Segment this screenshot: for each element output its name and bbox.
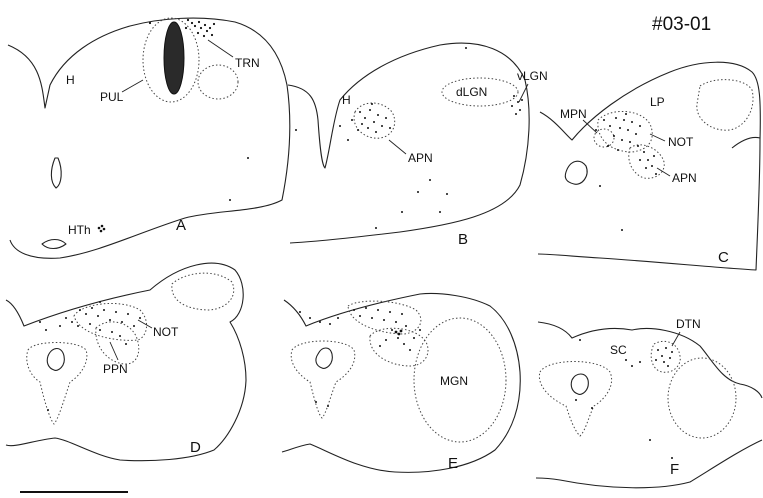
panel-f: SC DTN F — [536, 317, 762, 488]
panel-d: NOT PPN D — [6, 263, 246, 461]
f-right-region — [668, 358, 736, 438]
panel-letter-d: D — [190, 439, 201, 456]
lp-region — [697, 80, 753, 131]
dots-d — [39, 301, 141, 411]
label-dlgn: dLGN — [456, 85, 487, 99]
label-ppn: PPN — [103, 362, 128, 376]
arrow-dtn — [672, 332, 680, 346]
arrow-not-d — [138, 320, 152, 328]
panel-letter-c: C — [718, 249, 729, 266]
panel-e: MGN E — [282, 294, 520, 473]
label-dtn: DTN — [676, 317, 701, 331]
apn-region-b — [354, 103, 395, 138]
arrow-apn-b — [389, 140, 406, 154]
hth-shape — [42, 240, 66, 249]
dots-f — [575, 339, 673, 459]
f-ventricle-region — [539, 362, 611, 437]
ventricle-f — [571, 374, 588, 394]
dots-b — [295, 47, 523, 229]
label-a-h: H — [66, 73, 75, 87]
label-not-c: NOT — [668, 135, 694, 149]
panel-c-outline — [538, 62, 760, 270]
panel-letter-a: A — [176, 217, 186, 234]
region-d-upper-right — [172, 273, 234, 310]
panel-letter-f: F — [670, 461, 679, 478]
dtn-region — [651, 341, 680, 372]
ventricle-d — [47, 349, 64, 371]
label-vlgn: vLGN — [517, 69, 548, 83]
label-pul: PUL — [100, 90, 124, 104]
panel-letter-b: B — [458, 231, 468, 248]
trn-adjacent-region — [198, 65, 238, 99]
panel-letter-e: E — [448, 455, 458, 472]
panel-c: MPN LP NOT APN C — [538, 62, 760, 270]
label-apn-b: APN — [408, 151, 433, 165]
ventricle-a — [51, 158, 61, 188]
label-hth: HTh — [68, 223, 91, 237]
panel-f-outline — [536, 322, 762, 488]
label-lp: LP — [650, 95, 665, 109]
label-not-d: NOT — [153, 325, 179, 339]
label-b-h: H — [342, 93, 351, 107]
dots-c — [595, 113, 657, 231]
ventricle-c — [565, 161, 587, 184]
apn-region-c — [629, 145, 664, 178]
figure-id: #03-01 — [652, 14, 711, 35]
arrow-pul — [122, 80, 143, 92]
label-mpn: MPN — [560, 107, 587, 121]
label-apn-c: APN — [672, 171, 697, 185]
e-ventricle-region — [291, 341, 355, 418]
panel-e-outline — [282, 294, 520, 473]
label-trn: TRN — [235, 56, 260, 70]
arrow-ppn — [110, 342, 118, 360]
arrow-vlgn — [519, 84, 528, 102]
mpn-region — [594, 129, 614, 147]
panel-a: H PUL TRN HTh A — [8, 18, 290, 258]
label-mgn: MGN — [440, 374, 468, 388]
label-sc: SC — [610, 343, 627, 357]
panel-a-outline — [8, 18, 290, 258]
panel-c-notch — [732, 137, 760, 148]
panel-b: H dLGN vLGN APN B — [288, 43, 548, 248]
region-e-upper — [348, 301, 421, 334]
arrow-trn — [208, 40, 233, 57]
panel-b-outline — [288, 43, 529, 243]
d-ventricle-region — [27, 343, 87, 425]
not-region-c — [598, 111, 652, 152]
ventricle-e — [316, 348, 332, 368]
lesion — [164, 22, 184, 94]
